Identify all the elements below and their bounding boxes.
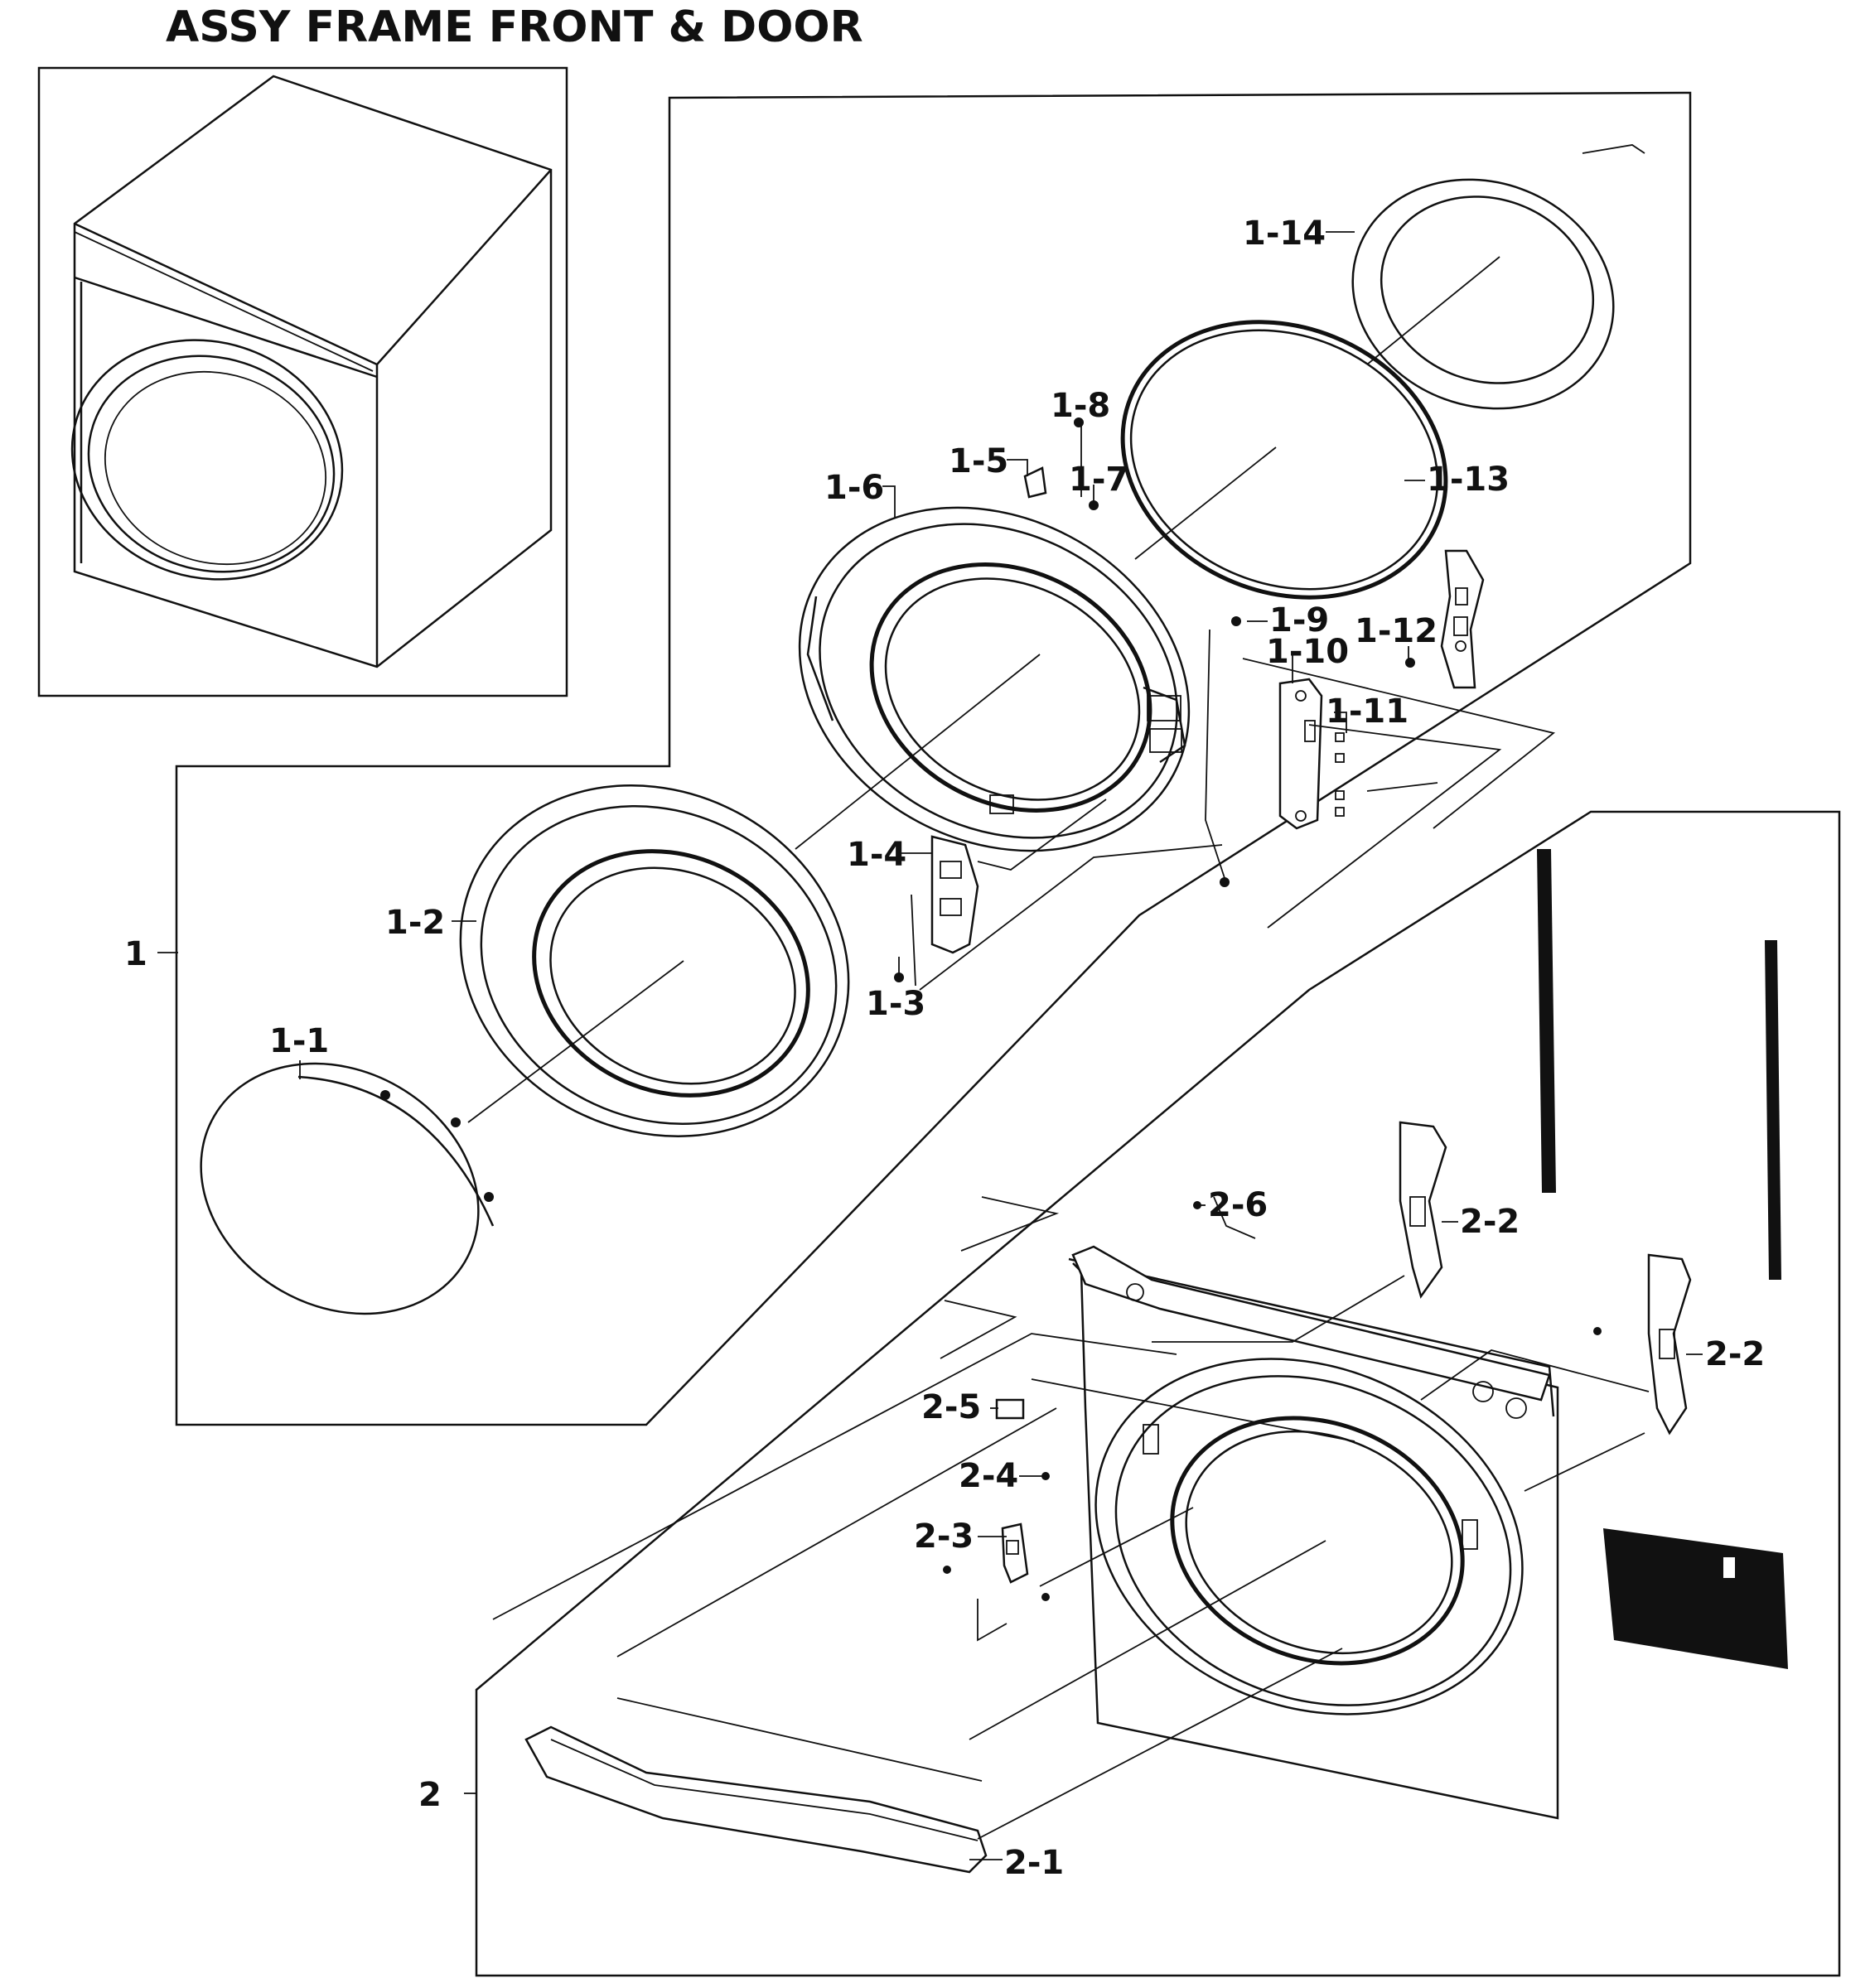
part-1-12-plate [1440, 549, 1485, 689]
label-1-6: 1-6 [824, 469, 884, 507]
label-1-11: 1-11 [1326, 692, 1409, 731]
label-1-12: 1-12 [1355, 612, 1438, 650]
trim-strips [1537, 849, 1781, 1280]
small-parts-assy-2 [943, 1201, 1602, 1601]
label-2-3: 2-3 [914, 1518, 974, 1556]
part-2-2-brackets [1399, 1121, 1692, 1436]
overview-inset [37, 66, 568, 697]
label-1-10: 1-10 [1266, 633, 1349, 671]
part-1-6-door-frame [798, 506, 1191, 852]
label-2-2-upper: 2-2 [1460, 1203, 1520, 1241]
guide-lines-assy-1 [467, 144, 1645, 1123]
black-pad-notch [1723, 1557, 1735, 1578]
leader-lines [157, 231, 1703, 1860]
label-2-1: 2-1 [1004, 1844, 1064, 1882]
label-1-13: 1-13 [1427, 461, 1510, 499]
label-1-9: 1-9 [1269, 601, 1329, 639]
label-1-5: 1-5 [949, 442, 1008, 480]
label-2-2-lower: 2-2 [1705, 1335, 1765, 1373]
label-1-4: 1-4 [847, 836, 906, 874]
part-1-13-gasket [1120, 320, 1448, 600]
label-2-6: 2-6 [1208, 1186, 1268, 1224]
callout-labels: 1 1-1 1-2 1-3 1-4 1-5 1-6 1-7 1-8 1-9 1-… [124, 215, 1765, 1882]
label-1-14: 1-14 [1243, 215, 1326, 253]
label-1: 1 [124, 935, 147, 973]
black-pad [1603, 1528, 1788, 1669]
part-1-2-door-cover [459, 784, 850, 1137]
label-1-2: 1-2 [385, 904, 445, 942]
label-1-7: 1-7 [1069, 461, 1128, 499]
label-2: 2 [418, 1776, 442, 1814]
part-1-10-hinge-holder [1278, 678, 1323, 830]
part-1-4-hinge [930, 835, 979, 954]
part-2-front-frame [1068, 1245, 1559, 1820]
label-1-1: 1-1 [269, 1022, 329, 1060]
part-2-1-bottom-trim [524, 1725, 988, 1874]
label-1-8: 1-8 [1051, 387, 1110, 425]
assembly-1-boundary [175, 91, 1692, 1426]
label-2-5: 2-5 [921, 1388, 981, 1426]
guide-lines-assy-2 [492, 1196, 1650, 1840]
label-2-4: 2-4 [959, 1457, 1018, 1495]
assembly-2-boundary [475, 810, 1841, 1977]
label-1-3: 1-3 [866, 985, 925, 1023]
part-1-14-outer-glass [1351, 178, 1615, 410]
diagram-title: ASSY FRAME FRONT & DOOR [166, 2, 863, 52]
part-1-1-glass [200, 1062, 495, 1315]
